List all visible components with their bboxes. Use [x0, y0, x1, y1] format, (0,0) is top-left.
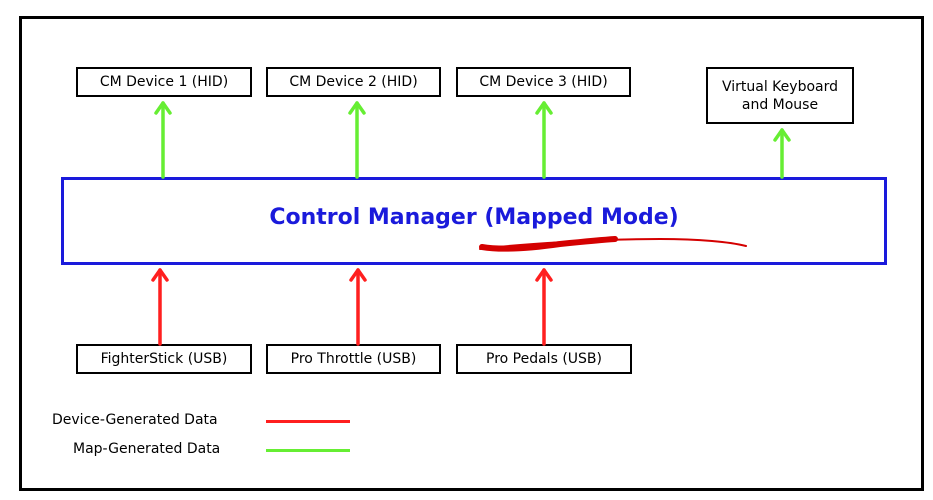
map-data-arrow-2: [348, 101, 366, 179]
cm-device-1-label: CM Device 1 (HID): [99, 74, 229, 90]
control-manager-box: Control Manager (Mapped Mode): [61, 177, 887, 265]
underline-annotation: [479, 237, 747, 250]
cm-device-3-label: CM Device 3 (HID): [479, 74, 608, 90]
legend-device-label: Device-Generated Data: [52, 412, 218, 428]
cm-device-2-box: CM Device 2 (HID): [266, 67, 441, 97]
device-data-arrow-1: [151, 268, 169, 346]
control-manager-title: Control Manager (Mapped Mode): [269, 204, 679, 230]
map-data-arrow-4: [773, 128, 791, 179]
virtual-keyboard-mouse-label: Virtual Keyboard and Mouse: [721, 78, 838, 113]
legend-map-label: Map-Generated Data: [73, 441, 221, 457]
virtual-keyboard-mouse-box: Virtual Keyboard and Mouse: [706, 67, 854, 124]
legend-map-swatch: [266, 449, 350, 452]
pro-throttle-label: Pro Throttle (USB): [290, 351, 417, 367]
cm-device-1-box: CM Device 1 (HID): [76, 67, 252, 97]
underline-annotation-stroke: [479, 236, 618, 252]
cm-device-2-label: CM Device 2 (HID): [289, 74, 418, 90]
device-data-arrow-3: [535, 268, 553, 346]
pro-throttle-box: Pro Throttle (USB): [266, 344, 441, 374]
device-data-arrow-2: [349, 268, 367, 346]
pro-pedals-box: Pro Pedals (USB): [456, 344, 632, 374]
cm-device-3-box: CM Device 3 (HID): [456, 67, 631, 97]
fighterstick-label: FighterStick (USB): [100, 351, 228, 367]
fighterstick-box: FighterStick (USB): [76, 344, 252, 374]
map-data-arrow-3: [535, 101, 553, 179]
map-data-arrow-1: [154, 101, 172, 179]
legend-device-swatch: [266, 420, 350, 423]
pro-pedals-label: Pro Pedals (USB): [486, 351, 602, 367]
